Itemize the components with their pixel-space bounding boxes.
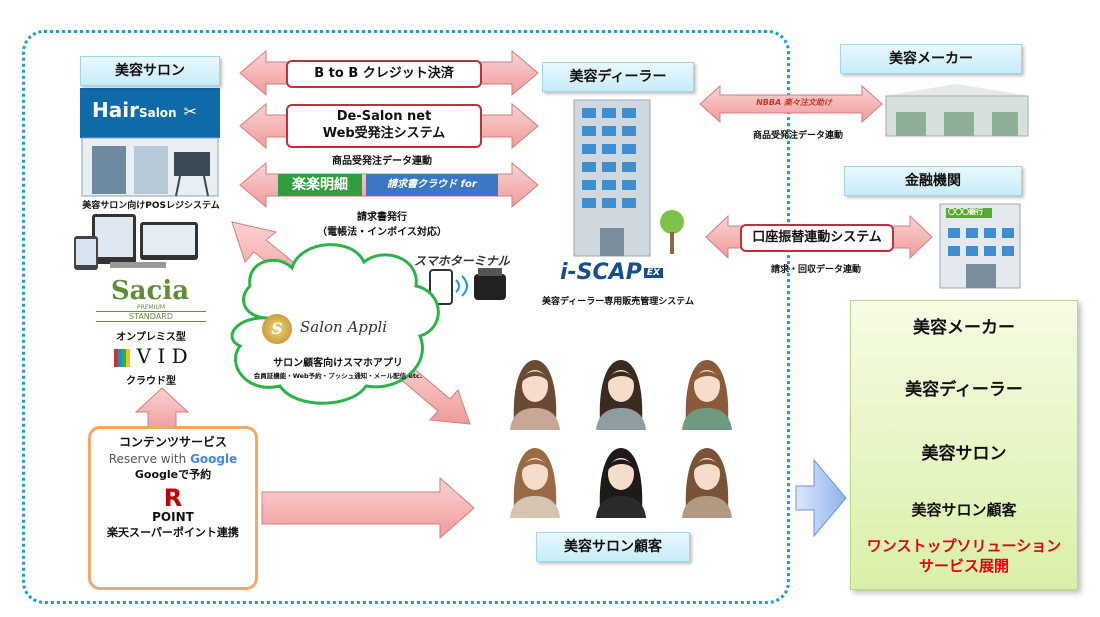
sacia-standard: STANDARD bbox=[96, 311, 206, 322]
logo-main: Hair bbox=[92, 98, 139, 122]
vid-text: V I D bbox=[136, 344, 188, 368]
bank-title: 金融機関 bbox=[844, 166, 1022, 196]
maker-title: 美容メーカー bbox=[840, 44, 1022, 74]
arrow-to-summary bbox=[795, 458, 847, 538]
google-text: Google bbox=[190, 452, 238, 466]
arrow-maker bbox=[699, 84, 883, 124]
rakumeisai-logo: 楽楽明細 bbox=[278, 174, 362, 196]
summary-maker: 美容メーカー bbox=[913, 318, 1015, 338]
summary-slogan-line2: サービス展開 bbox=[918, 557, 1009, 575]
salon-appli-name: Salon Appli bbox=[300, 318, 388, 336]
summary-panel: 美容メーカー 美容ディーラー 美容サロン 美容サロン顧客 ワンストップソリューシ… bbox=[850, 300, 1078, 590]
scissors-icon: ✂ bbox=[183, 102, 197, 121]
summary-customer: 美容サロン顧客 bbox=[911, 501, 1017, 519]
salon-appli-cloud bbox=[230, 243, 440, 405]
dealer-title: 美容ディーラー bbox=[542, 62, 694, 92]
salon-appli-icon: S bbox=[262, 314, 292, 344]
reserve-text: Reserve with bbox=[108, 452, 187, 466]
rakuten-r-icon: R bbox=[163, 484, 183, 512]
dealer-system-caption: 美容ディーラー専用販売管理システム bbox=[541, 297, 695, 307]
bank-building-illustration bbox=[939, 203, 1021, 289]
summary-dealer: 美容ディーラー bbox=[905, 380, 1023, 400]
customer-portrait bbox=[676, 440, 738, 518]
arrow-content-right bbox=[261, 476, 475, 540]
rakuten-point-caption: 楽天スーパーポイント連携 bbox=[107, 526, 239, 539]
cloud-type-label: クラウド型 bbox=[126, 376, 176, 387]
pos-caption: 美容サロン向けPOSレジシステム bbox=[82, 201, 220, 211]
smartphone-terminal-illustration bbox=[429, 268, 506, 305]
dealer-building-illustration bbox=[573, 99, 684, 257]
onpremise-label: オンプレミス型 bbox=[116, 332, 186, 343]
customer-portrait bbox=[676, 352, 738, 430]
summary-slogan-line1: ワンストップソリューション bbox=[866, 537, 1062, 555]
maker-order-sign: NBBA 楽々注文助け bbox=[756, 98, 832, 107]
salon-title: 美容サロン bbox=[80, 56, 220, 86]
iscap-badge: EX bbox=[643, 268, 663, 278]
sacia-premium: PREMIUM bbox=[136, 304, 166, 311]
point-label: POINT bbox=[152, 510, 194, 524]
order-data-caption: 商品受発注データ連動 bbox=[332, 156, 432, 167]
salon-appli-caption: サロン顧客向けスマホアプリ bbox=[273, 358, 403, 369]
invoice-caption: 請求書発行 （電帳法・インボイス対応） bbox=[300, 208, 464, 238]
google-yoyaku: Googleで予約 bbox=[134, 468, 212, 481]
salon-appli-features: 会員証機能・Web予約・プッシュ通知・メール配信 etc. bbox=[253, 372, 423, 380]
smartphone-terminal-label: スマホターミナル bbox=[414, 254, 510, 268]
customer-title: 美容サロン顧客 bbox=[536, 532, 690, 562]
account-transfer-button: 口座振替連動システム bbox=[740, 224, 894, 252]
summary-salon: 美容サロン bbox=[921, 444, 1007, 464]
salon-building-illustration bbox=[80, 88, 220, 197]
maker-factory-illustration bbox=[884, 84, 1030, 137]
content-service-box: コンテンツサービス Reserve with Google Googleで予約 … bbox=[88, 426, 258, 590]
logo-sub: Salon bbox=[138, 106, 177, 120]
customer-portrait bbox=[590, 440, 652, 518]
invoice-cloud-logo: 請求書クラウド for Beauty bbox=[366, 174, 498, 212]
desalon-line1: De-Salon net bbox=[336, 109, 432, 124]
ecosystem-frame bbox=[22, 30, 790, 604]
customer-portrait bbox=[590, 352, 652, 430]
vid-logo: V I D bbox=[96, 344, 206, 368]
vid-mark-icon bbox=[114, 348, 131, 367]
content-title: コンテンツサービス bbox=[118, 435, 227, 449]
pos-devices-illustration bbox=[74, 214, 198, 270]
customer-portrait bbox=[504, 352, 566, 430]
credit-button: B to B クレジット決済 bbox=[286, 60, 482, 88]
desalon-line2: Web受発注システム bbox=[322, 126, 446, 141]
customer-portrait bbox=[504, 440, 566, 518]
hair-salon-logo: HairSalon ✂ bbox=[92, 98, 197, 122]
desalon-button: De-Salon net Web受発注システム bbox=[286, 104, 482, 148]
reserve-with-google: Reserve with Google bbox=[91, 452, 255, 466]
invoice-caption-line1: 請求書発行 bbox=[357, 212, 407, 223]
sacia-logo: Sacia bbox=[110, 276, 190, 306]
bank-sign: 〇〇〇銀行 bbox=[948, 208, 983, 216]
maker-caption: 商品受発注データ連動 bbox=[752, 131, 843, 141]
bank-caption: 請求・回収データ連動 bbox=[770, 265, 861, 275]
invoice-caption-line2: （電帳法・インボイス対応） bbox=[317, 227, 447, 238]
iscap-text: i-SCAP bbox=[560, 260, 642, 285]
